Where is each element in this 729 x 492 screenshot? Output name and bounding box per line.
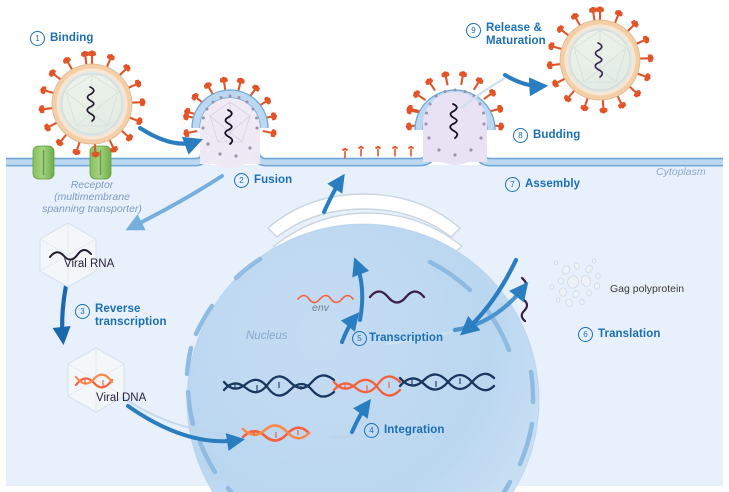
annotation-env: env bbox=[312, 302, 329, 314]
arrow-rna-to-golgi bbox=[352, 257, 370, 322]
step-text-fusion: Fusion bbox=[254, 174, 293, 187]
annotation-gag-polyprotein: Gag polyprotein bbox=[610, 283, 685, 295]
step-number-7: 7 bbox=[505, 177, 520, 192]
annotation-receptor: Receptor (multimembrane spanning transpo… bbox=[42, 179, 142, 215]
step-label-budding: 8 Budding bbox=[513, 128, 580, 143]
arrow-transcription bbox=[340, 312, 360, 344]
receptor-transporter-right bbox=[89, 145, 112, 180]
arrow-binding-to-fusion bbox=[137, 125, 203, 155]
capsid-viral-dna bbox=[67, 347, 125, 413]
annotation-viral-dna: Viral DNA bbox=[96, 392, 147, 404]
step-text-integration: Integration bbox=[384, 424, 445, 437]
arrow-integration bbox=[350, 398, 371, 434]
step-label-binding: 1 Binding bbox=[30, 31, 94, 46]
arrow-assembly bbox=[460, 257, 519, 336]
step-label-translation: 6 Translation bbox=[578, 327, 660, 342]
arrow-dna-to-nucleus bbox=[126, 404, 245, 451]
annotation-cytoplasm: Cytoplasm bbox=[656, 166, 706, 178]
annotation-viral-rna: Viral RNA bbox=[64, 258, 115, 270]
step-text-assembly: Assembly bbox=[525, 178, 581, 191]
step-number-4: 4 bbox=[364, 423, 379, 438]
transcript-rna-nucleus bbox=[368, 290, 426, 304]
step-label-release-maturation: 9 Release & Maturation bbox=[466, 22, 546, 48]
step-label-reverse-transcription: 3 Reverse transcription bbox=[75, 303, 167, 329]
virion-released bbox=[546, 6, 654, 114]
step-label-transcription: 5 Transcription bbox=[352, 331, 443, 346]
virion-fusion bbox=[182, 76, 278, 168]
env-mrna bbox=[297, 294, 354, 304]
viral-dna-helix bbox=[74, 373, 114, 389]
step-label-fusion: 2 Fusion bbox=[234, 173, 292, 188]
step-number-3: 3 bbox=[75, 304, 90, 319]
gag-polyprotein-cluster bbox=[549, 258, 601, 308]
step-number-1: 1 bbox=[30, 31, 45, 46]
viral-rna-squiggle bbox=[49, 249, 92, 261]
arrow-golgi-to-membrane bbox=[322, 173, 345, 214]
arrow-fusion-to-viral-rna bbox=[125, 174, 224, 231]
host-dna-strand bbox=[222, 372, 496, 398]
step-number-9: 9 bbox=[466, 23, 481, 38]
step-text-reverse-transcription: Reverse transcription bbox=[95, 303, 167, 328]
arrow-release-maturation bbox=[502, 72, 549, 97]
step-label-assembly: 7 Assembly bbox=[505, 177, 580, 192]
step-label-integration: 4 Integration bbox=[364, 423, 445, 438]
receptor-transporter-left bbox=[32, 145, 55, 180]
step-number-6: 6 bbox=[578, 327, 593, 342]
step-number-5: 5 bbox=[352, 331, 367, 346]
capsid-viral-rna bbox=[39, 222, 97, 288]
step-text-budding: Budding bbox=[533, 129, 581, 142]
step-text-release-maturation: Release & Maturation bbox=[486, 22, 546, 47]
step-number-2: 2 bbox=[234, 173, 249, 188]
annotation-nucleus: Nucleus bbox=[246, 330, 288, 342]
step-text-transcription: Transcription bbox=[369, 332, 444, 345]
step-number-8: 8 bbox=[513, 128, 528, 143]
virion-binding bbox=[38, 50, 146, 158]
step-text-binding: Binding bbox=[50, 32, 94, 45]
virion-budding bbox=[405, 70, 505, 165]
step-text-translation: Translation bbox=[598, 328, 661, 341]
viral-dna-nucleus bbox=[241, 424, 311, 442]
